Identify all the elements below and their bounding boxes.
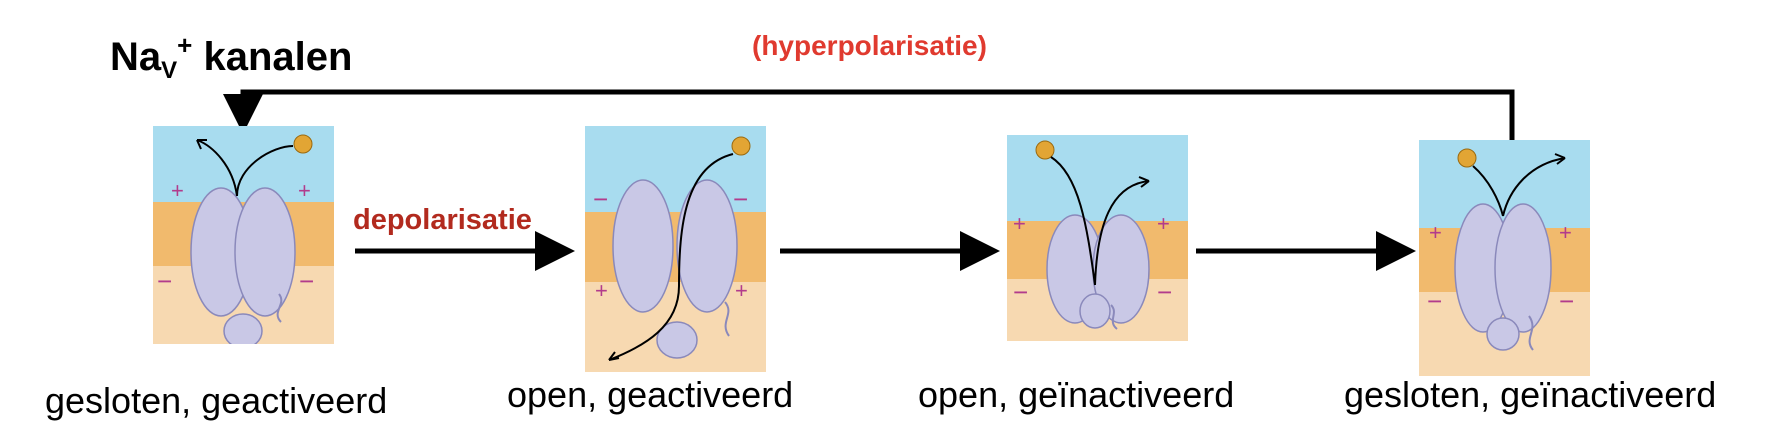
channel-panel-closed-inactivated: + + − − bbox=[1419, 140, 1590, 376]
svg-text:+: + bbox=[1429, 220, 1442, 245]
state-label-open-inactivated: open, geïnactiveerd bbox=[918, 374, 1235, 415]
svg-text:+: + bbox=[171, 178, 184, 203]
svg-text:−: − bbox=[733, 184, 748, 214]
state-label-closed-inactivated: gesloten, geïnactiveerd bbox=[1344, 374, 1717, 415]
hyperpolarization-label: (hyperpolarisatie) bbox=[752, 30, 987, 61]
svg-text:+: + bbox=[1559, 220, 1572, 245]
channel-panel-open-activated: − − + + bbox=[585, 126, 766, 372]
state-label-open-activated: open, geactiveerd bbox=[507, 374, 794, 415]
state-label-closed-activated: gesloten, geactiveerd bbox=[45, 380, 388, 421]
channel-panel-open-inactivated: + + − − bbox=[1007, 135, 1188, 341]
svg-text:−: − bbox=[1013, 277, 1028, 307]
arrow-hyperpolarization-return bbox=[223, 89, 1515, 140]
svg-text:−: − bbox=[157, 266, 172, 296]
svg-text:+: + bbox=[1157, 211, 1170, 236]
svg-text:+: + bbox=[1013, 211, 1026, 236]
channel-panel-closed-activated: + + − − bbox=[153, 126, 334, 344]
svg-text:−: − bbox=[299, 266, 314, 296]
svg-text:+: + bbox=[735, 278, 748, 303]
svg-text:−: − bbox=[593, 184, 608, 214]
svg-text:−: − bbox=[1427, 286, 1442, 316]
svg-text:−: − bbox=[1559, 286, 1574, 316]
svg-text:+: + bbox=[595, 278, 608, 303]
svg-text:−: − bbox=[1157, 277, 1172, 307]
diagram-title: NaV+ kanalen bbox=[110, 30, 353, 84]
depolarization-label: depolarisatie bbox=[353, 204, 532, 236]
svg-text:+: + bbox=[298, 178, 311, 203]
